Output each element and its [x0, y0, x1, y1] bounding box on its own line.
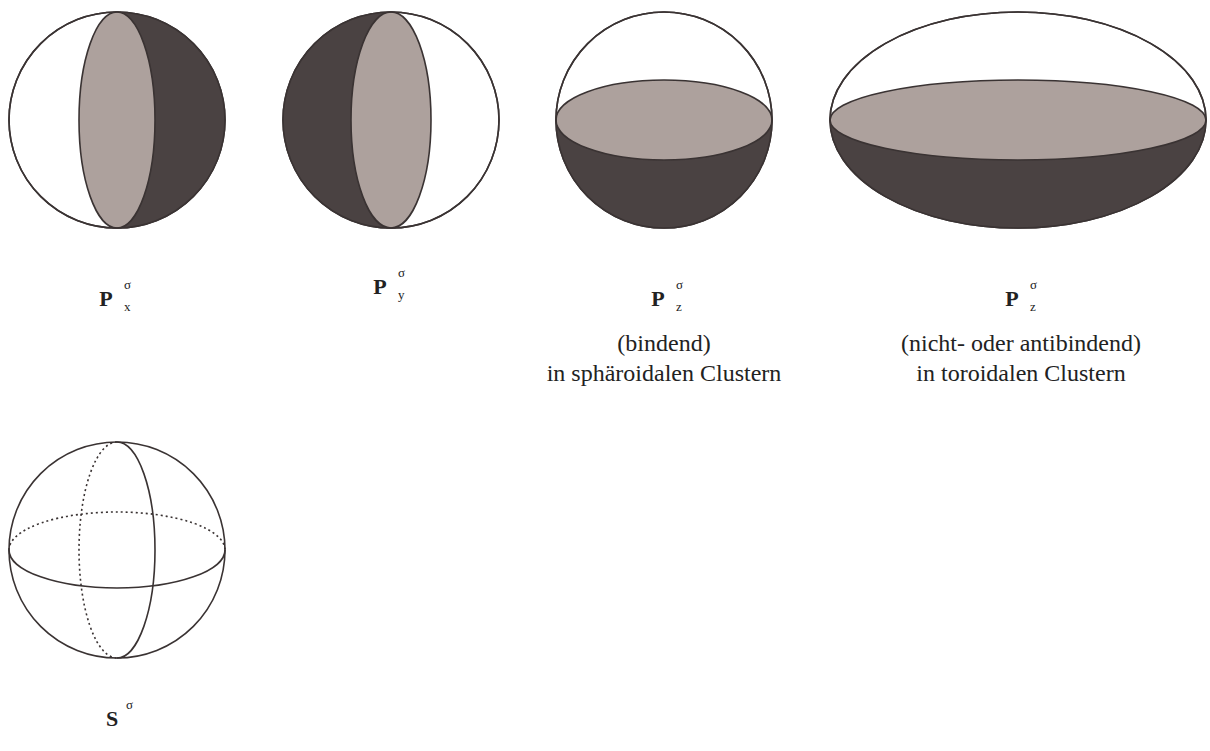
bonding-note: (nicht- oder antibindend) [901, 331, 1141, 355]
orbital-superscript: σ [676, 278, 683, 291]
orbital-subscript: x [124, 300, 131, 313]
pz-toroidal-orbital [830, 12, 1206, 228]
orbital-subscript: y [398, 288, 405, 301]
px-orbital [9, 12, 225, 228]
s-orbital [9, 442, 225, 658]
orbital-superscript: σ [398, 266, 405, 279]
cluster-note: in sphäroidalen Clustern [547, 361, 782, 385]
orbital-subscript: z [676, 300, 682, 313]
orbital-superscript: σ [1030, 278, 1037, 291]
orbital-symbol: P [373, 276, 386, 298]
orbital-subscript: z [1030, 300, 1036, 313]
orbital-superscript: σ [126, 698, 133, 711]
orbital-superscript: σ [124, 278, 131, 291]
cluster-note: in toroidalen Clustern [916, 361, 1125, 385]
orbital-symbol: P [99, 288, 112, 310]
orbital-symbol: P [651, 288, 664, 310]
orbital-symbol: P [1005, 288, 1018, 310]
orbital-symbol: S [106, 708, 118, 730]
bonding-note: (bindend) [617, 331, 710, 355]
py-orbital [283, 12, 499, 228]
pz-spheroidal-orbital [556, 12, 772, 228]
